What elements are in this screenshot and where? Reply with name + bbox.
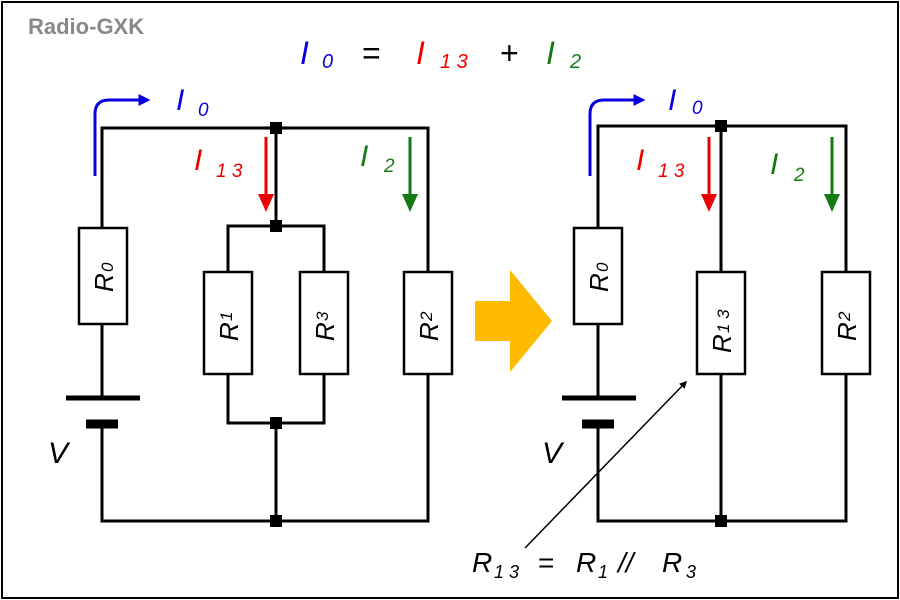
right-r0-label: R: [584, 273, 614, 292]
eq-i0-sub: 0: [322, 51, 333, 73]
left-junction-parallel-bottom: [270, 417, 282, 429]
left-junction-top: [270, 122, 282, 134]
right-v-label: V: [542, 437, 565, 470]
annot-r3-sub: 3: [686, 562, 696, 582]
annotation-pointer-arrow: [524, 380, 688, 549]
annot-r1: R: [576, 547, 596, 578]
right-i0-label: I: [668, 84, 676, 117]
left-i0-label: I: [176, 84, 184, 117]
right-r13-label: R: [707, 334, 737, 353]
brand-label: Radio-GXK: [28, 14, 144, 39]
left-r0-sub: 0: [98, 262, 117, 272]
right-resistor-r13: [695, 270, 747, 376]
left-junction-parallel-top: [270, 220, 282, 232]
current-equation: I 0 = I 1 3 + I 2: [300, 35, 581, 73]
annot-parallel: //: [616, 547, 637, 578]
equivalent-resistance-annotation: R 1 3 = R 1 // R 3: [472, 547, 696, 582]
right-i2-sub: 2: [793, 165, 805, 186]
left-r1-sub: 1: [217, 312, 236, 321]
left-i13-sub: 1 3: [216, 161, 243, 182]
right-r13-sub: 1 3: [714, 309, 733, 333]
right-resistor-r2: [820, 270, 872, 376]
eq-i2-sub: 2: [569, 51, 581, 73]
right-i2-label: I: [770, 148, 778, 181]
left-resistor-r1: [202, 270, 254, 376]
left-junction-bottom: [270, 515, 282, 527]
left-i2-arrow-head: [402, 194, 418, 212]
right-i13-arrow-head: [701, 194, 717, 212]
right-i2-arrow-head: [824, 194, 840, 212]
eq-i2: I: [546, 35, 555, 71]
left-i2-sub: 2: [383, 156, 395, 177]
left-r0-label: R: [89, 273, 119, 292]
right-r2-label: R: [832, 322, 862, 341]
left-r2-sub: 2: [417, 311, 436, 322]
eq-i0: I: [300, 35, 309, 71]
right-i13-sub: 1 3: [658, 161, 685, 182]
eq-i13: I: [416, 35, 425, 71]
left-top-wire: [100, 126, 430, 272]
left-r2-label: R: [414, 322, 444, 341]
right-i0-sub: 0: [692, 98, 703, 119]
eq-i13-sub: 1 3: [440, 51, 468, 73]
left-i2-label: I: [360, 140, 368, 173]
right-i0-arrow: [588, 94, 646, 176]
left-i0-sub: 0: [198, 100, 209, 121]
right-circuit: R 0 R 1 3 R 2 I 0 I 1 3 I 2 V: [524, 84, 872, 549]
right-resistor-r0: [572, 226, 624, 326]
left-i0-arrow: [93, 94, 151, 176]
left-r3-label: R: [310, 322, 340, 341]
left-bottom-wire: [100, 374, 430, 523]
left-resistor-r0: [77, 226, 129, 326]
eq-plus: +: [500, 35, 519, 71]
annot-r: R: [472, 547, 492, 578]
left-resistor-r2: [402, 270, 454, 376]
left-r3-sub: 3: [313, 311, 332, 321]
left-circuit: R 0 R 1 R 3 R 2 I 0 I 1 3 I 2: [48, 84, 454, 527]
left-v-label: V: [48, 437, 71, 470]
eq-equals: =: [362, 35, 381, 71]
transform-arrow-icon: [475, 270, 552, 372]
left-i13-arrow-head: [258, 194, 274, 212]
annot-r-sub: 1 3: [494, 562, 519, 582]
right-r0-sub: 0: [593, 262, 612, 272]
annot-r1-sub: 1: [598, 562, 608, 582]
left-resistor-r3: [298, 270, 350, 376]
annot-r3: R: [662, 547, 682, 578]
annot-eq: =: [538, 547, 554, 578]
left-r1-label: R: [214, 322, 244, 341]
right-i13-label: I: [636, 144, 644, 177]
right-junction-bottom: [715, 515, 727, 527]
right-junction-top: [715, 120, 727, 132]
left-i13-label: I: [194, 144, 202, 177]
right-r2-sub: 2: [835, 311, 854, 322]
